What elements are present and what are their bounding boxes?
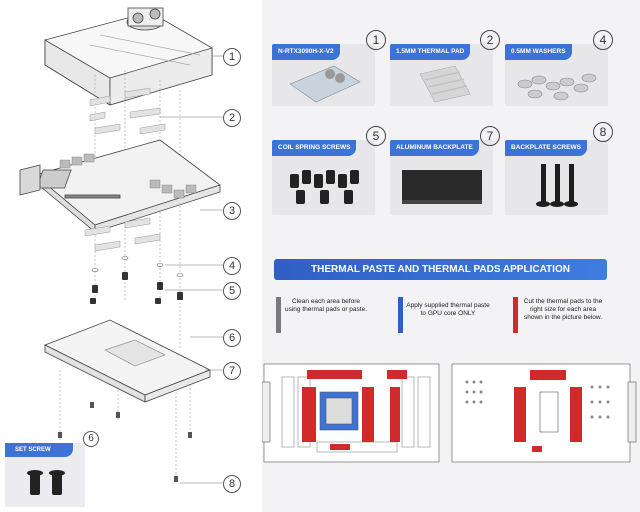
backplate-screws-drawing <box>58 402 192 482</box>
card-backplate: ALUMINUM BACKPLATE <box>390 140 493 215</box>
callout-8: 8 <box>223 475 241 493</box>
callout-2: 2 <box>223 109 241 127</box>
pcb-drawing <box>19 139 221 233</box>
card-washers: 0.5MM WASHERS <box>505 44 608 106</box>
set-screw-callout: 6 <box>83 431 99 447</box>
application-banner: THERMAL PASTE AND THERMAL PADS APPLICATI… <box>274 259 607 280</box>
card-water-block: N-RTX3090H-X-V2 <box>272 44 375 106</box>
set-screw-card: SET SCREW <box>5 443 85 507</box>
card-label: BACKPLATE SCREWS <box>505 140 587 156</box>
card-label: ALUMINUM BACKPLATE <box>390 140 479 156</box>
callout-5: 5 <box>223 282 241 300</box>
note-cut-pads: Cut the thermal pads to the right size f… <box>523 298 603 321</box>
washers-image <box>517 73 597 101</box>
exploded-diagram-panel: 1 2 3 4 5 6 7 8 SET SCREW 6 <box>0 0 262 512</box>
card-callout-8: 8 <box>593 122 613 142</box>
card-backplate-screws: BACKPLATE SCREWS <box>505 140 608 215</box>
card-callout-4: 4 <box>593 30 613 50</box>
spring-screws-drawing <box>90 272 183 304</box>
callout-7: 7 <box>223 362 241 380</box>
card-callout-2: 2 <box>480 30 500 50</box>
card-thermal-pad: 1.5MM THERMAL PAD <box>390 44 493 106</box>
note-bar-red <box>513 297 518 333</box>
backplate-drawing <box>44 319 211 403</box>
backplate-screws-image <box>536 164 578 207</box>
note-bar-blue <box>398 297 403 333</box>
front-pcb-layout <box>262 363 440 463</box>
rear-pcb-layout <box>451 363 637 463</box>
card-callout-7: 7 <box>480 126 500 146</box>
card-label: 1.5MM THERMAL PAD <box>390 44 471 60</box>
pad-placement-diagrams <box>262 363 637 463</box>
note-paste: Apply supplied thermal paste to GPU core… <box>406 302 490 317</box>
card-callout-1: 1 <box>366 30 386 50</box>
card-label: COIL SPRING SCREWS <box>272 140 357 156</box>
card-label: 0.5MM WASHERS <box>505 44 572 60</box>
card-label: N-RTX3090H-X-V2 <box>272 44 340 60</box>
callout-3: 3 <box>223 202 241 220</box>
callout-6: 6 <box>223 329 241 347</box>
callout-4: 4 <box>223 257 241 275</box>
set-screw-label: SET SCREW <box>5 443 73 457</box>
set-screw-image <box>27 470 65 495</box>
backplate-image <box>402 170 482 204</box>
thermal-pads-drawing <box>89 87 166 135</box>
thermal-pad-image <box>419 65 471 103</box>
card-callout-5: 5 <box>366 126 386 146</box>
card-spring-screws: COIL SPRING SCREWS <box>272 140 375 215</box>
exploded-assembly-drawing <box>19 7 225 484</box>
water-block-drawing <box>44 7 213 106</box>
note-clean: Clean each area before using thermal pad… <box>284 298 368 313</box>
spring-screws-image <box>290 170 359 204</box>
callout-1: 1 <box>223 48 241 66</box>
washers-drawing <box>91 256 184 277</box>
water-block-image <box>289 65 361 103</box>
note-bar-gray <box>276 297 281 333</box>
